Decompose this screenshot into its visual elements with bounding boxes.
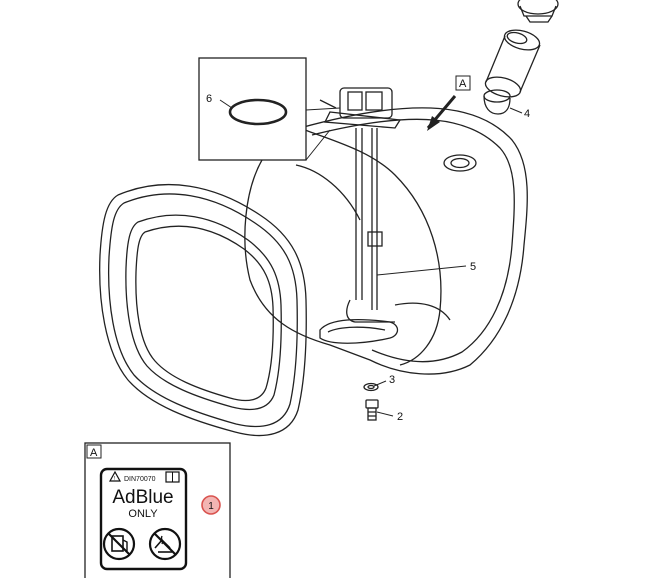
callout-1-badge[interactable]: 1 <box>201 495 221 515</box>
oring-detail-inset <box>198 57 307 161</box>
label-restriction: ONLY <box>128 508 158 520</box>
callout-4: 4 <box>524 108 530 120</box>
drain-washer <box>363 382 379 392</box>
callout-6: 6 <box>206 93 212 105</box>
callout-5: 5 <box>470 261 476 273</box>
oring <box>228 98 288 126</box>
callout-2: 2 <box>397 411 403 423</box>
no-fuel-icon <box>102 527 136 561</box>
reservoir-tank <box>244 107 528 375</box>
label-brand: AdBlue <box>112 487 173 508</box>
svg-text:!: ! <box>114 476 115 482</box>
warning-icon <box>108 470 122 482</box>
callout-3: 3 <box>389 374 395 386</box>
label-standard: DIN70070 <box>124 476 156 483</box>
no-drink-icon <box>148 527 182 561</box>
drain-plug <box>365 399 379 421</box>
adblue-label: ! DIN70070 AdBlue ONLY <box>99 467 188 571</box>
level-sensor-pump <box>319 87 402 344</box>
callout-1: 1 <box>208 501 214 512</box>
tank-lid-gasket <box>99 184 307 437</box>
filler-tube <box>483 29 541 115</box>
view-marker-a-text: A <box>459 78 467 90</box>
view-marker-a-detail: A <box>90 447 98 459</box>
filler-cap <box>517 0 559 23</box>
view-marker-a-top <box>426 75 471 131</box>
label-detail-panel: A ! DIN70070 AdBlue ONLY <box>84 442 231 578</box>
